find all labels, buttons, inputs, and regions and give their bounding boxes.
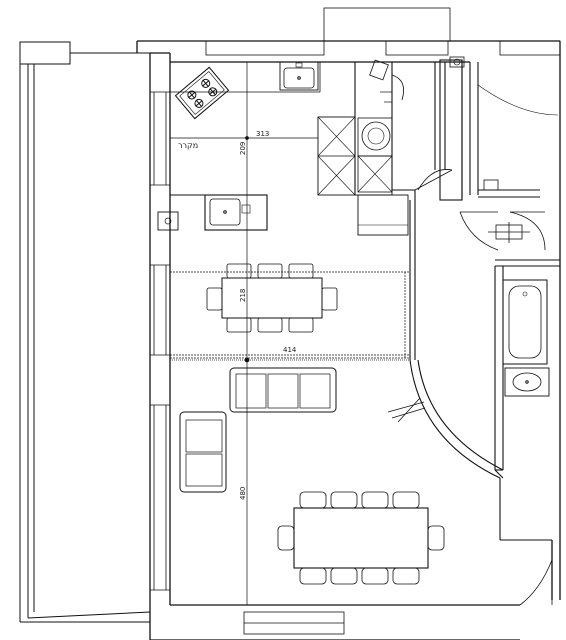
balcony-bottom-inner <box>27 611 151 619</box>
sink-icon <box>279 61 319 91</box>
interior-walls <box>170 59 560 471</box>
dining-table <box>206 263 338 333</box>
dim-dining-width: 414 <box>283 346 297 354</box>
doors <box>387 84 559 606</box>
left-windows <box>150 91 170 591</box>
appliance-box <box>357 194 409 236</box>
curved-wall <box>409 359 552 541</box>
dimension-lines <box>170 62 410 605</box>
dining-table <box>277 491 445 585</box>
balcony-post-top <box>19 41 71 65</box>
top-windows <box>205 7 561 56</box>
kitchen: מקרר <box>157 61 356 231</box>
kitchen-note: מקרר <box>178 141 198 150</box>
utility-area <box>354 59 409 236</box>
washing-machine-icon <box>361 121 391 151</box>
kitchen-sink-counter <box>204 194 268 231</box>
kitchen-cabinet-box <box>157 211 179 231</box>
armchair <box>179 411 227 493</box>
exterior-walls <box>136 40 561 640</box>
top-balcony-window <box>323 7 451 42</box>
dim-dining-depth: 218 <box>239 289 247 302</box>
dimension-labels: 313 209 218 414 480 <box>239 130 297 500</box>
room-dividers <box>170 271 410 359</box>
bottom-windows <box>243 611 345 635</box>
dim-living-depth: 480 <box>239 487 247 500</box>
toilet <box>449 56 465 68</box>
dim-kitchen-width: 313 <box>256 130 269 138</box>
sink-icon <box>209 198 251 226</box>
balcony <box>19 41 151 623</box>
stove-icon <box>174 66 230 120</box>
corridor-markers <box>483 179 530 243</box>
sofa <box>229 367 337 413</box>
dim-kitchen-depth: 209 <box>239 142 247 155</box>
washbasin <box>504 367 550 397</box>
bathtub <box>502 279 548 365</box>
